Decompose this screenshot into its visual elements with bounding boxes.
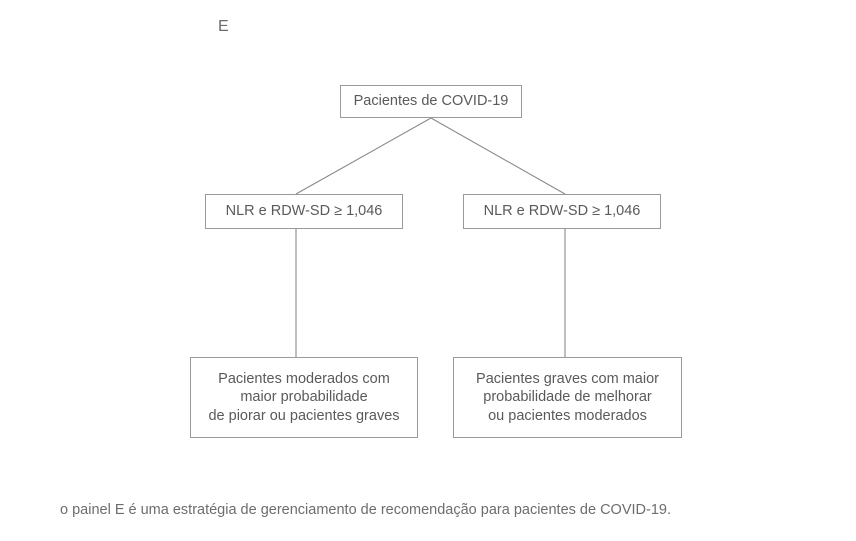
figure-caption: o painel E é uma estratégia de gerenciam… (60, 502, 671, 518)
node-outcome-left-label: Pacientes moderados com maior probabilid… (208, 370, 400, 424)
node-root-patients: Pacientes de COVID-19 (340, 85, 522, 118)
node-outcome-left: Pacientes moderados com maior probabilid… (190, 357, 418, 438)
node-root-label: Pacientes de COVID-19 (353, 93, 509, 110)
node-condition-right-label: NLR e RDW-SD ≥ 1,046 (483, 203, 641, 220)
node-condition-left: NLR e RDW-SD ≥ 1,046 (205, 194, 403, 229)
node-outcome-right: Pacientes graves com maior probabilidade… (453, 357, 682, 438)
node-condition-right: NLR e RDW-SD ≥ 1,046 (463, 194, 661, 229)
connector-root-to-left-branch (295, 117, 432, 195)
panel-label-e: E (218, 18, 230, 35)
connector-root-to-right-branch (430, 117, 566, 195)
node-condition-left-label: NLR e RDW-SD ≥ 1,046 (225, 203, 383, 220)
node-outcome-right-label: Pacientes graves com maior probabilidade… (476, 370, 659, 424)
